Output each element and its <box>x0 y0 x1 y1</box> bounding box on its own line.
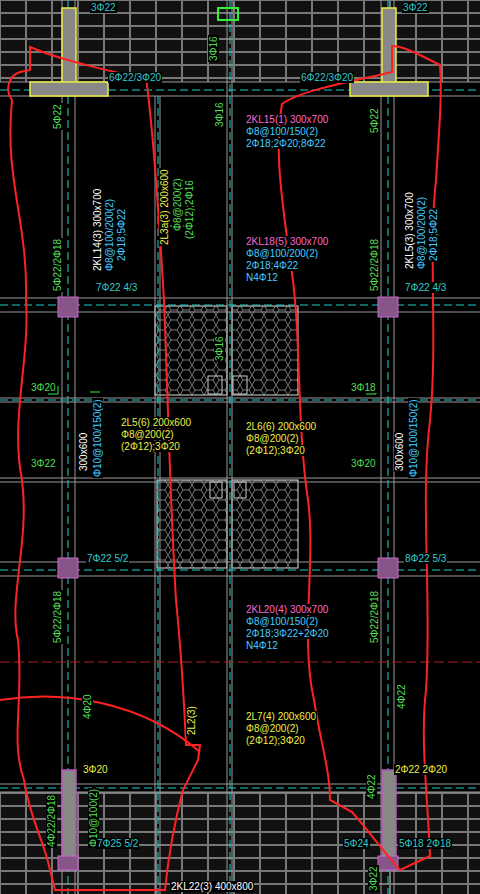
annotation: 3Φ20 <box>350 458 377 469</box>
vertical-annotation: 2Φ18;5Φ22 <box>116 208 127 262</box>
annotation: 8Φ22 5/3 <box>404 553 447 564</box>
annotation: 2L5(6) 200x600 <box>120 417 192 428</box>
annotation: 2Φ18;3Φ22+2Φ20 <box>245 628 330 639</box>
annotation: 7Φ22 4/3 <box>404 282 447 293</box>
annotation: 2L6(6) 200x600 <box>245 421 317 432</box>
annotation: 3Φ22 <box>30 458 57 469</box>
vertical-annotation: 5Φ22/2Φ18 <box>369 590 380 644</box>
annotation: (2Φ12);3Φ20 <box>120 441 181 452</box>
vertical-annotation: 2L2(3) <box>186 705 197 736</box>
annotation: 2KL20(4) 300x700 <box>245 604 329 615</box>
annotation: 3Φ20 <box>30 382 57 393</box>
annotation: Φ8@100/200(2) <box>245 248 319 259</box>
vertical-annotation: 300x600 <box>394 432 405 472</box>
annotation: (2Φ12);3Φ20 <box>245 735 306 746</box>
annotation: 7Φ22 4/3 <box>95 282 138 293</box>
vertical-annotation: 2L3a(3) 200x600 <box>159 168 170 246</box>
annotation: Φ8@100/150(2) <box>245 126 319 137</box>
annotation: 3Φ22 <box>90 2 117 13</box>
annotation: 5Φ18 2Φ18 <box>398 838 452 849</box>
annotation: 2KL22(3) 400x800 <box>170 881 254 892</box>
annotation: N4Φ12 <box>245 272 279 283</box>
vertical-annotation: 4Φ22 <box>396 683 407 710</box>
annotation: 2Φ22 2Φ20 <box>394 764 448 775</box>
annotation: 3Φ18 <box>350 382 377 393</box>
annotation: Φ8@100/150(2) <box>245 616 319 627</box>
vertical-annotation: 2KL14(3) 300x700 <box>92 188 103 272</box>
annotation: 5Φ24 <box>343 838 370 849</box>
vertical-annotation: Φ10@100/150(2) <box>92 398 103 478</box>
vertical-annotation: 2Φ18;5Φ22 <box>428 208 439 262</box>
annotation: 2KL15(1) 300x700 <box>245 114 329 125</box>
annotation: Φ8@200(2) <box>120 429 175 440</box>
annotation: 6Φ22/3Φ20 <box>300 72 354 83</box>
vertical-annotation: 2KL5(3) 300x700 <box>404 191 415 270</box>
vertical-annotation: 5Φ22/2Φ18 <box>369 238 380 292</box>
vertical-annotation: 3Φ16 <box>214 101 225 128</box>
annotation: (2Φ12);3Φ20 <box>245 445 306 456</box>
vertical-annotation: Φ8@100/200(2) <box>416 196 427 270</box>
annotation: 2Φ18;4Φ22 <box>245 260 299 271</box>
annotation: 3Φ20 <box>82 764 109 775</box>
vertical-annotation: Φ10@100/150(2) <box>408 398 419 478</box>
vertical-annotation: 5Φ22/2Φ18 <box>52 238 63 292</box>
vertical-annotation: Φ8@200(2) <box>172 177 183 232</box>
vertical-annotation: 5Φ22 <box>369 107 380 134</box>
annotation: Φ8@200(2) <box>245 723 300 734</box>
vertical-annotation: Φ8@100/200(2) <box>104 198 115 272</box>
annotation: 3Φ22 <box>402 2 429 13</box>
annotation: 2KL18(5) 300x700 <box>245 236 329 247</box>
annotation: 7Φ25 5/2 <box>96 838 139 849</box>
vertical-annotation: 4Φ22 <box>366 773 377 800</box>
annotation: N4Φ12 <box>245 640 279 651</box>
vertical-annotation: 3Φ22 <box>368 865 379 892</box>
annotation: 2L7(4) 200x600 <box>245 711 317 722</box>
vertical-annotation: 3Φ16 <box>214 335 225 362</box>
vertical-annotation: 4Φ20 <box>82 693 93 720</box>
annotation: 2Φ18;2Φ20;8Φ22 <box>245 138 327 149</box>
annotation: 7Φ22 5/2 <box>86 553 129 564</box>
vertical-annotation: 5Φ22 <box>52 103 63 130</box>
vertical-annotation: 300x600 <box>78 432 89 472</box>
annotation: 6Φ22/3Φ20 <box>108 72 162 83</box>
annotation: Φ8@200(2) <box>245 433 300 444</box>
vertical-annotation: 5Φ22/2Φ18 <box>52 590 63 644</box>
vertical-annotation: 3Φ16 <box>208 35 219 62</box>
vertical-annotation: (2Φ12);2Φ16 <box>184 179 195 240</box>
vertical-annotation: 4Φ22/2Φ18 <box>46 794 57 848</box>
